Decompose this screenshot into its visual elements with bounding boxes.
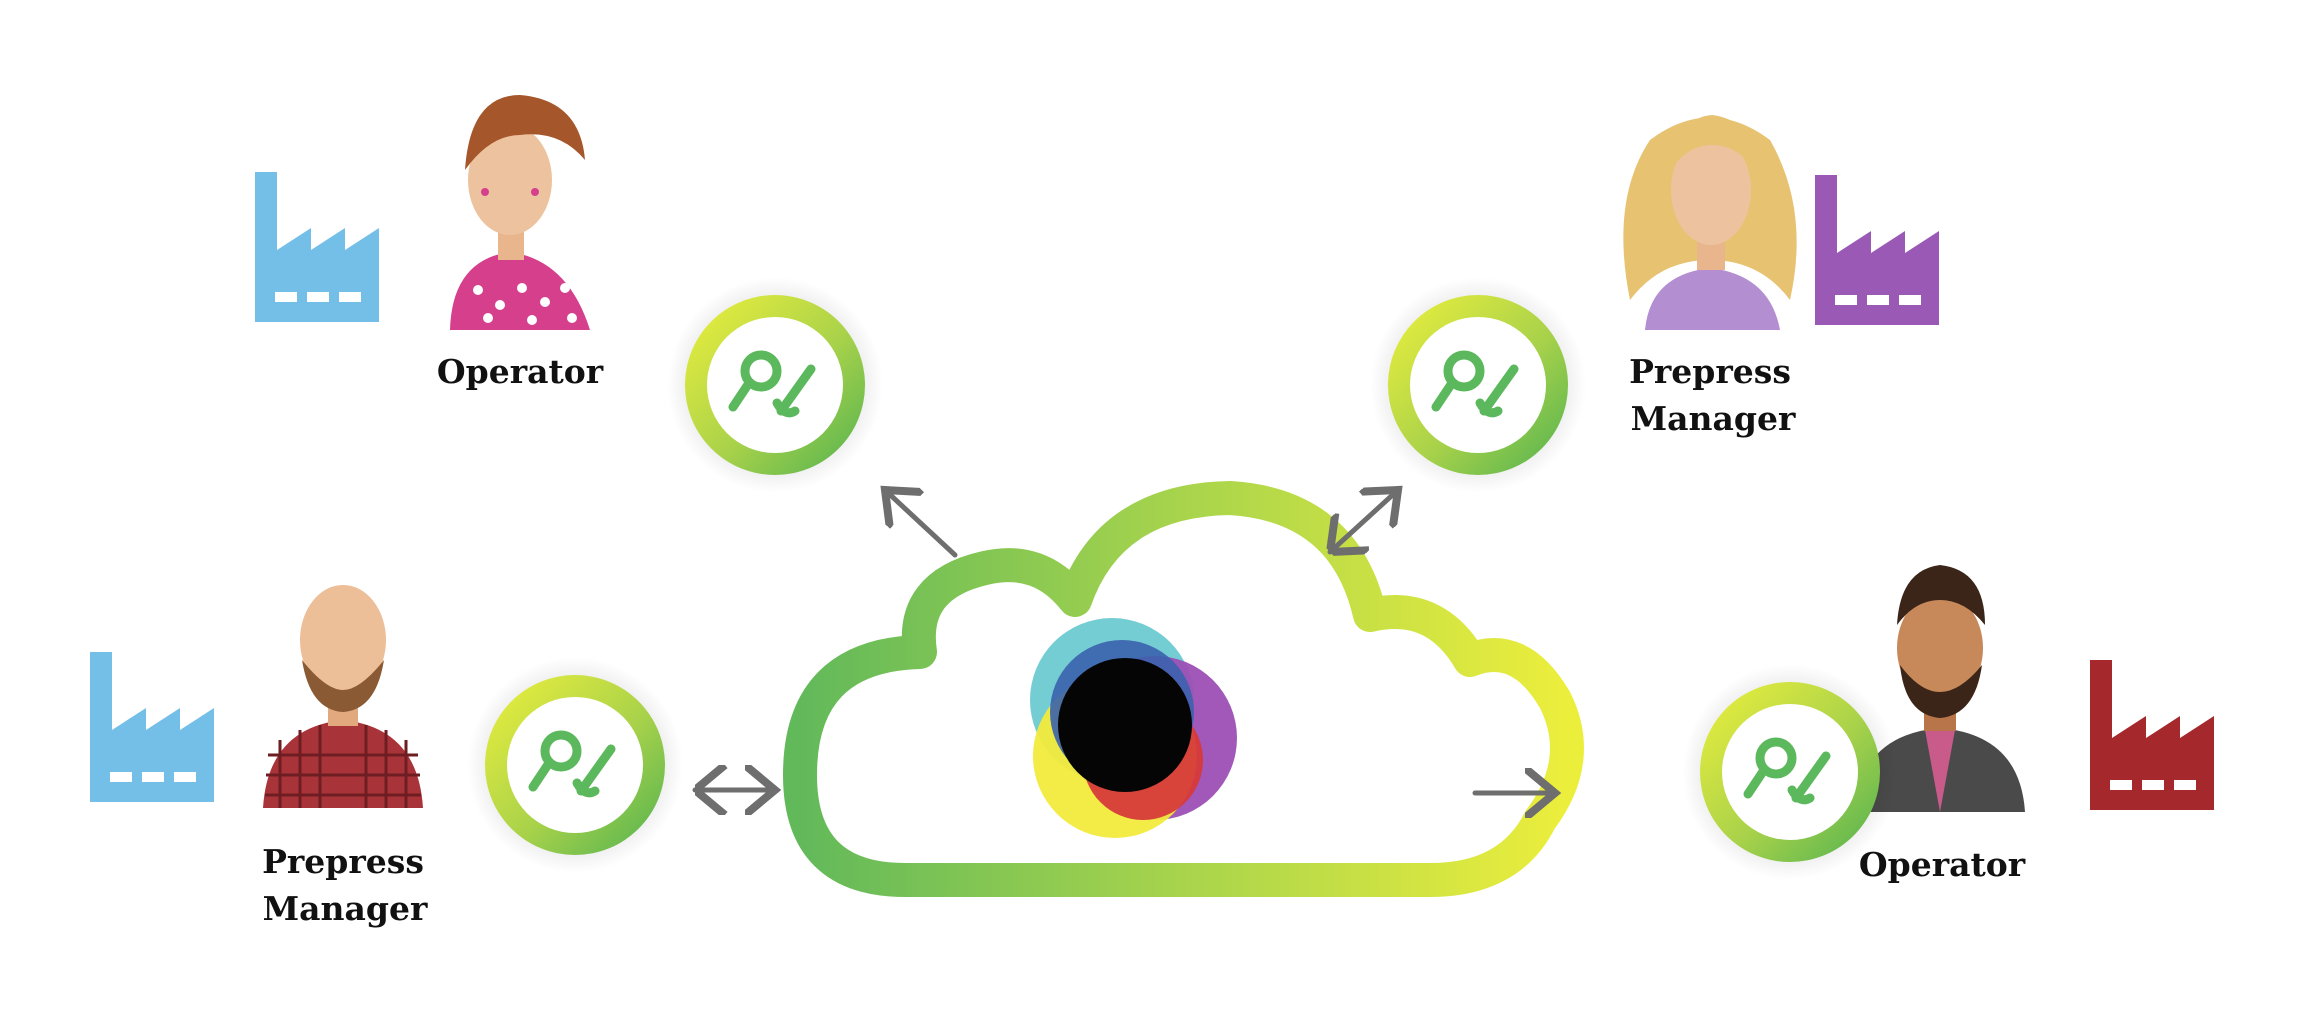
arrow-cloud-top-right xyxy=(1330,490,1398,552)
wrench-key-icon-top-left xyxy=(667,277,883,493)
factory-icon-bottom-left xyxy=(90,652,214,802)
operator-avatar-top-left xyxy=(450,95,590,330)
wrench-key-icon-bottom-right xyxy=(1682,664,1898,880)
manager-avatar-top-right xyxy=(1623,115,1797,330)
color-overlap-icon xyxy=(1030,618,1237,838)
wrench-key-icon-top-right xyxy=(1370,277,1586,493)
role-label-top-right-line1: Prepress xyxy=(1629,352,1791,391)
operator-avatar-bottom-right xyxy=(1855,565,2025,812)
role-label-bottom-right: Operator xyxy=(1859,845,2026,884)
factory-icon-top-left xyxy=(255,172,379,322)
role-label-top-left: Operator xyxy=(437,352,604,391)
manager-avatar-bottom-left xyxy=(263,585,423,808)
factory-icon-top-right xyxy=(1815,175,1939,325)
factory-icon-bottom-right xyxy=(2090,660,2214,810)
arrow-cloud-to-top-left xyxy=(885,490,958,558)
role-label-bottom-left-line2: Manager xyxy=(263,889,428,928)
role-label-top-right-line2: Manager xyxy=(1631,399,1796,438)
role-label-bottom-left-line1: Prepress xyxy=(262,842,424,881)
wrench-key-icon-bottom-left xyxy=(467,657,683,873)
